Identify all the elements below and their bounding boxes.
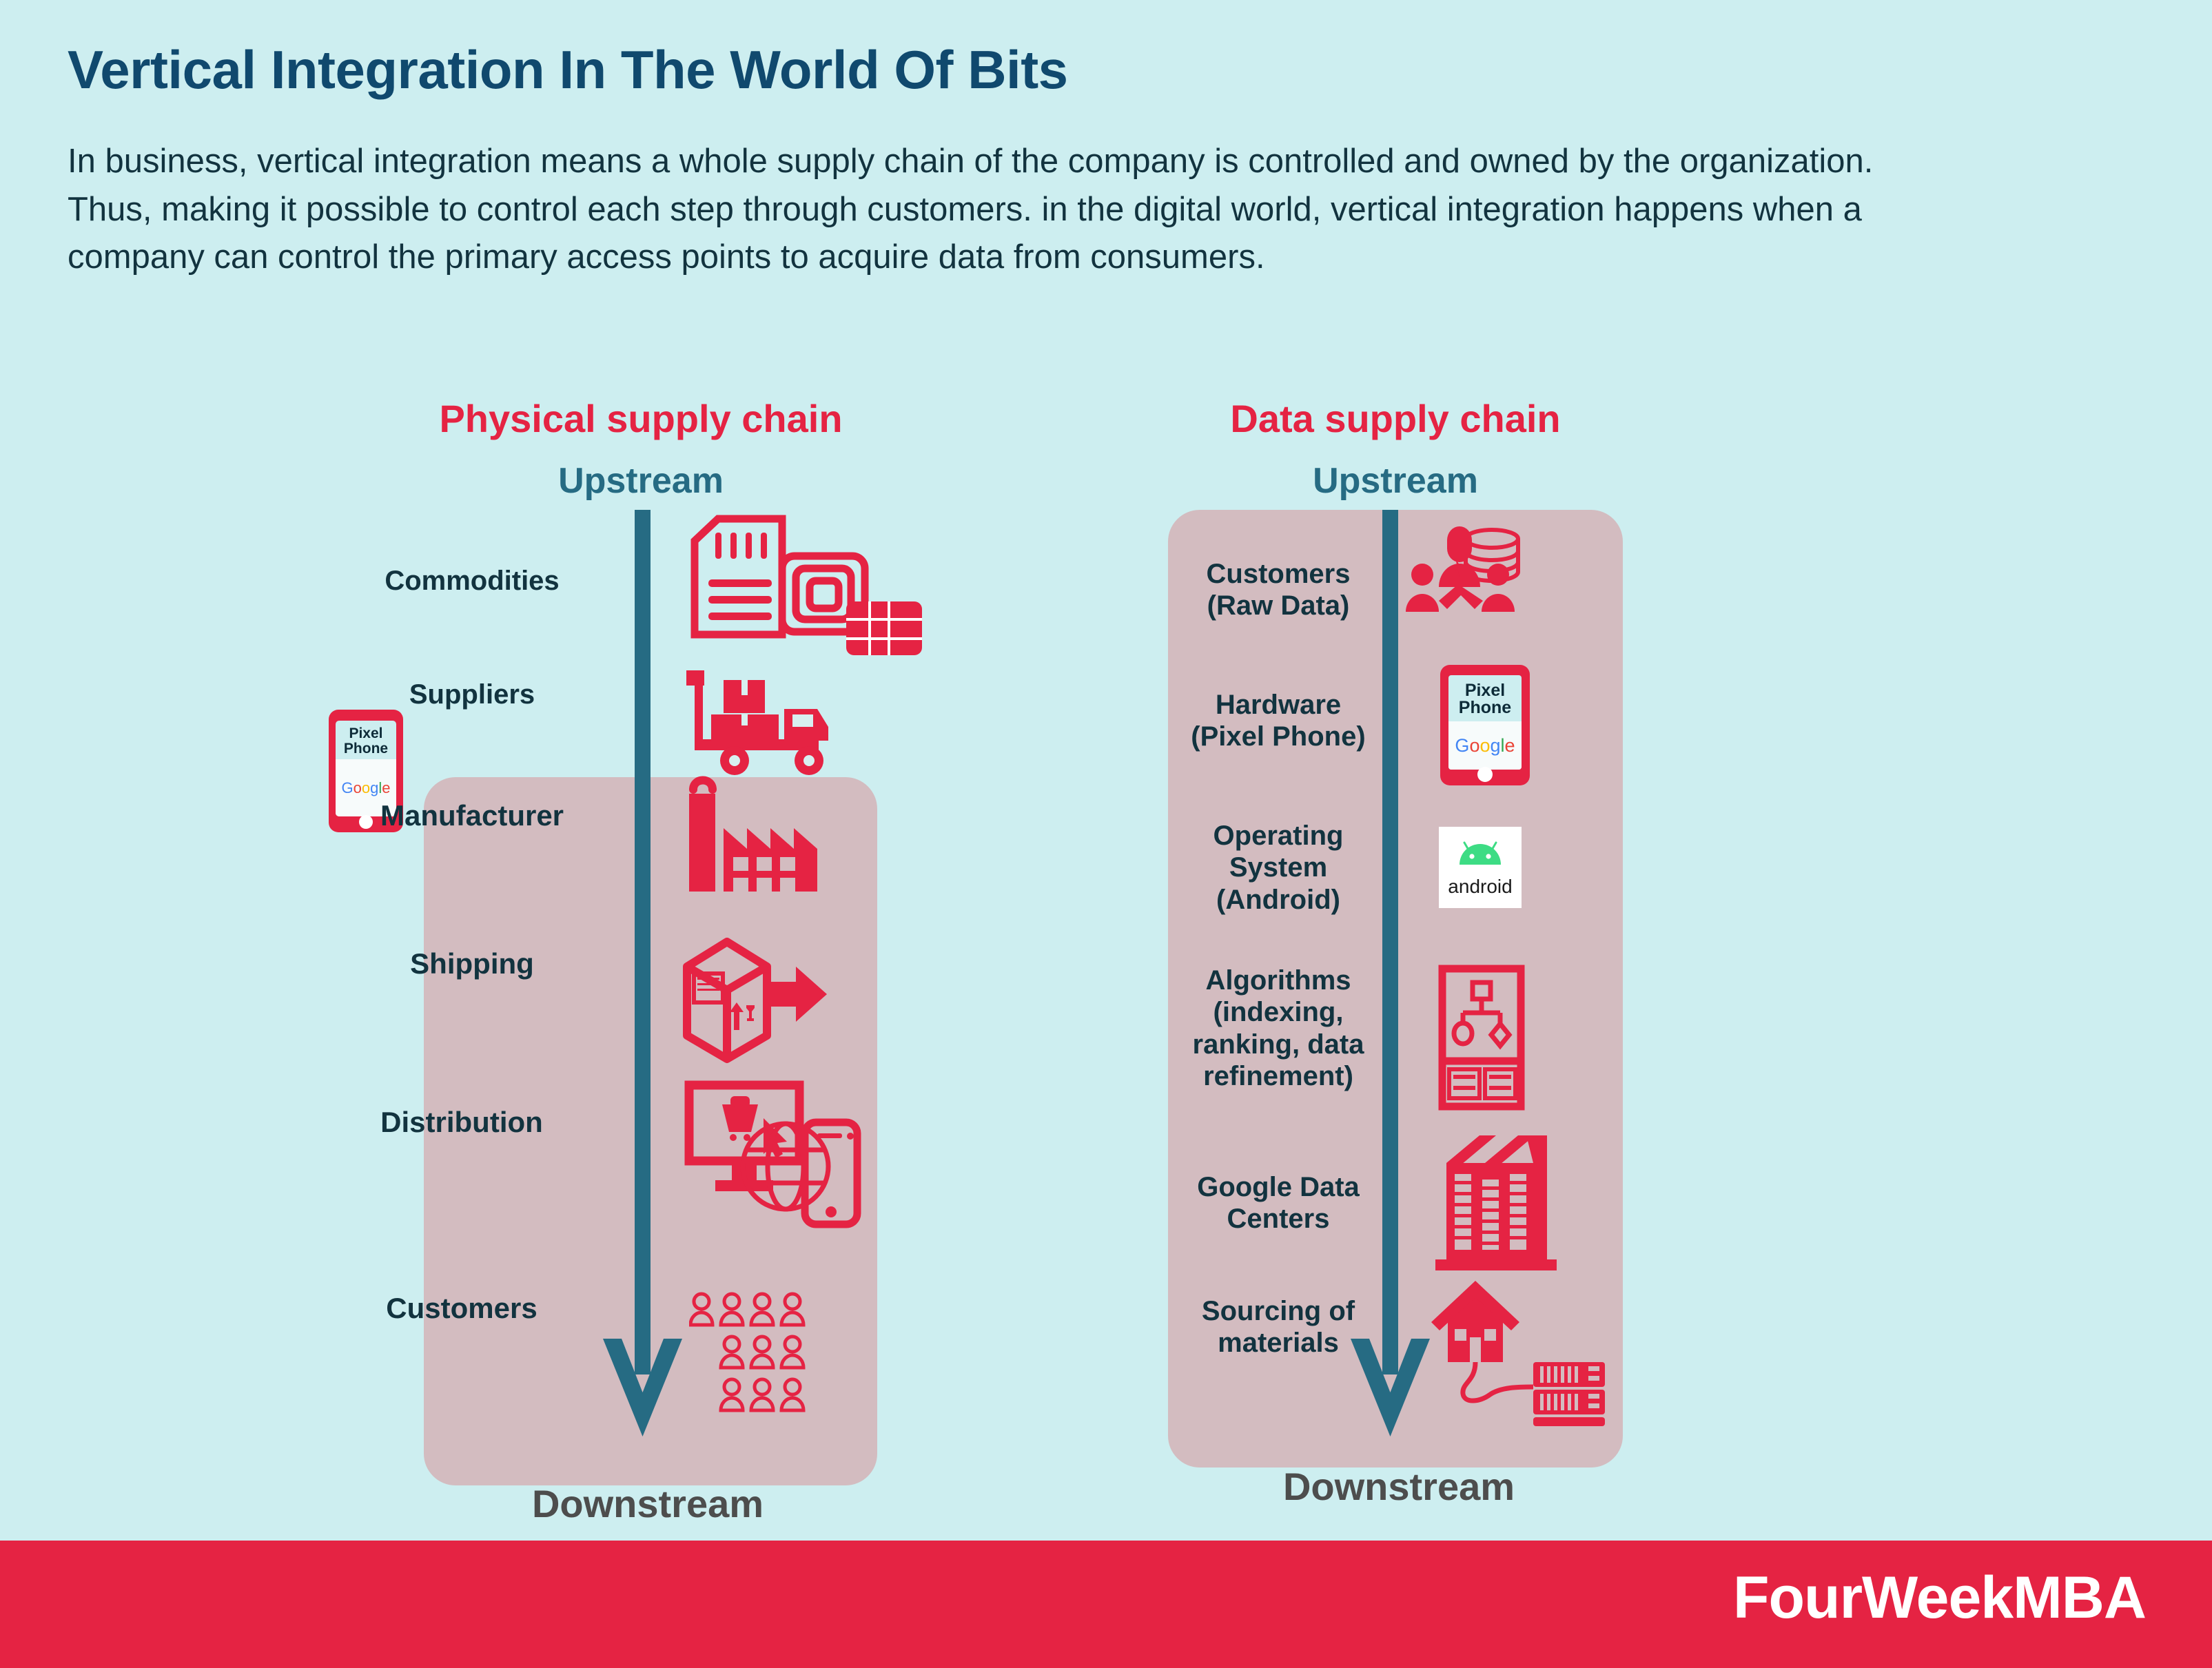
stage-label-suppliers: Suppliers <box>409 679 535 710</box>
physical-chain-downstream-arrow <box>589 510 696 1437</box>
stage-label-customers-raw-data: Customers (Raw Data) <box>1206 559 1351 621</box>
delivery-truck-icon <box>682 665 834 782</box>
people-group-icon <box>688 1292 820 1423</box>
shipping-box-arrow-icon <box>679 934 837 1071</box>
stage-label-distribution: Distribution <box>380 1106 543 1138</box>
stage-label-manufacturer: Manufacturer <box>380 799 564 832</box>
footer-bar: FourWeekMBA <box>0 1541 2212 1668</box>
pixel-phone-icon: Pixel Phone Google <box>1440 665 1530 785</box>
phone-line1: Pixel <box>349 725 383 742</box>
page-subtitle: In business, vertical integration means … <box>68 143 1874 276</box>
physical-chain-downstream-label: Downstream <box>531 1482 764 1525</box>
stage-label-google-data-centers: Google Data Centers <box>1197 1172 1360 1235</box>
stage-label-algorithms: Algorithms (indexing, ranking, data refi… <box>1192 965 1364 1092</box>
data-chain-downstream-arrow <box>1337 510 1444 1437</box>
stage-label-shipping: Shipping <box>410 947 534 980</box>
house-servers-icon <box>1430 1278 1609 1426</box>
android-logo-icon: android <box>1439 827 1522 908</box>
algorithm-flow-icon <box>1437 965 1526 1113</box>
phone-line2: Phone <box>343 740 389 756</box>
stage-label-commodities: Commodities <box>385 566 560 596</box>
data-chain-upstream-label: Upstream <box>1313 461 1478 501</box>
sd-card-sim-chip-icon <box>682 513 930 672</box>
physical-chain-title: Physical supply chain <box>439 397 843 440</box>
users-database-icon <box>1399 524 1530 634</box>
footer-brand: FourWeekMBA <box>1732 1565 2147 1631</box>
data-center-building-icon <box>1430 1130 1561 1275</box>
pixel-phone-left-icon: Pixel Phone Google <box>329 710 403 832</box>
stage-label-sourcing-of-materials: Sourcing of materials <box>1201 1296 1355 1359</box>
phone-line1-right: Pixel <box>1464 680 1506 700</box>
stage-label-hardware-pixel-phone: Hardware (Pixel Phone) <box>1191 690 1366 752</box>
stage-label-operating-system-android: Operating System (Android) <box>1213 821 1344 915</box>
google-logo-icon: Google <box>341 779 391 796</box>
ecommerce-monitor-phone-globe-icon <box>682 1078 868 1244</box>
phone-home-button-icon-right <box>1477 766 1493 782</box>
data-chain-title: Data supply chain <box>1230 397 1561 440</box>
google-logo-icon-right: Google <box>1455 734 1515 756</box>
phone-home-button-icon <box>359 814 373 829</box>
factory-icon <box>675 770 834 915</box>
android-wordmark: android <box>1448 876 1513 897</box>
data-chain-downstream-label: Downstream <box>1282 1465 1515 1508</box>
physical-chain-upstream-label: Upstream <box>558 461 724 501</box>
phone-line2-right: Phone <box>1458 698 1512 718</box>
stage-label-customers-physical: Customers <box>386 1292 537 1324</box>
page-title: Vertical Integration In The World Of Bit… <box>68 39 1068 100</box>
